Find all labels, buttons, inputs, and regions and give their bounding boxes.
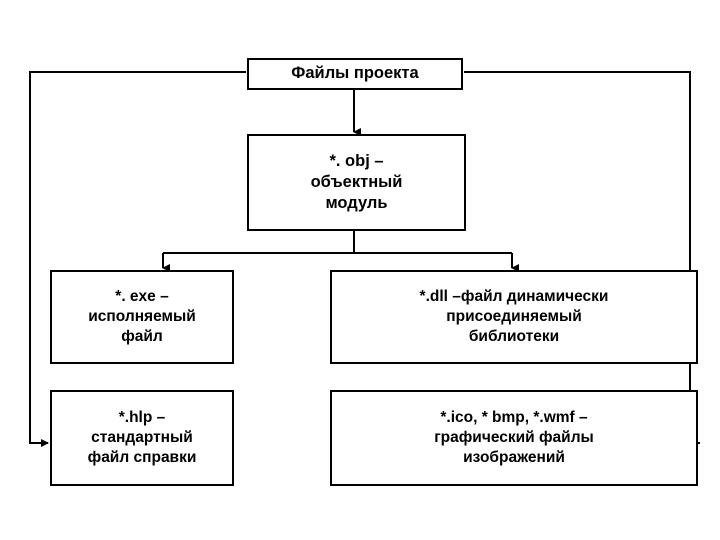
node-hlp-file-label: *.hlp – стандартный файл справки [87, 409, 197, 466]
node-dll-file-label: *.dll –файл динамически присоединяемый б… [419, 288, 609, 345]
node-project-files: Файлы проекта [247, 58, 463, 90]
node-obj-file-label: *. obj – объектный модуль [310, 151, 403, 213]
edge-root-to-ico [464, 71, 700, 447]
edge-obj-to-children [162, 231, 519, 272]
edge-root-to-hlp [29, 71, 246, 447]
node-image-files: *.ico, * bmp, *.wmf – графический файлы … [330, 390, 698, 486]
node-obj-file: *. obj – объектный модуль [247, 134, 466, 231]
node-image-files-label: *.ico, * bmp, *.wmf – графический файлы … [434, 409, 594, 466]
node-dll-file: *.dll –файл динамически присоединяемый б… [330, 270, 698, 364]
node-hlp-file: *.hlp – стандартный файл справки [50, 390, 234, 486]
node-exe-file: *. exe – исполняемый файл [50, 270, 234, 364]
node-exe-file-label: *. exe – исполняемый файл [88, 288, 196, 345]
node-project-files-label: Файлы проекта [291, 64, 419, 83]
